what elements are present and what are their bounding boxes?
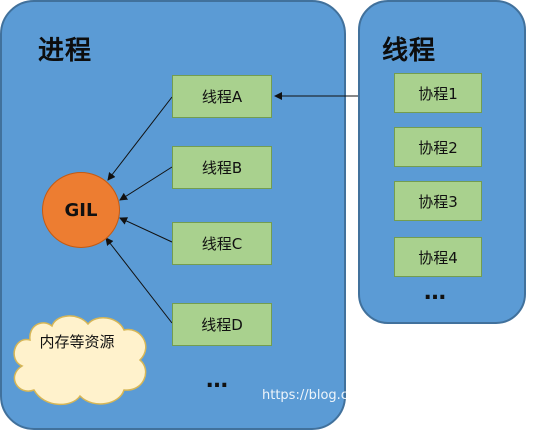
resource-cloud [13,315,147,405]
thread-d-box: 线程D [172,303,272,346]
thread-c-box: 线程C [172,222,272,265]
gil-node: GIL [42,172,120,248]
coroutines-ellipsis: … [424,280,449,305]
connectors [13,92,358,405]
thread-panel-title: 线程 [382,36,437,66]
coroutine-1-box: 协程1 [394,73,482,113]
arrow-thread-d-to-gil [105,237,173,324]
coroutine-4-box: 协程4 [394,237,482,277]
arrow-thread-c-to-gil [119,217,173,243]
coroutine-3-box: 协程3 [394,181,482,221]
process-title: 进程 [38,36,93,66]
threads-ellipsis: … [206,368,231,393]
arrow-thread-b-to-gil [119,166,173,201]
arrow-thread-a-to-gil [107,96,173,181]
watermark-text: https://blog.csdn.net/daidadeguaiguai [262,388,510,403]
thread-b-box: 线程B [172,146,272,189]
coroutine-2-box: 协程2 [394,127,482,167]
resource-label: 内存等资源 [39,333,115,351]
thread-a-box: 线程A [172,75,272,118]
